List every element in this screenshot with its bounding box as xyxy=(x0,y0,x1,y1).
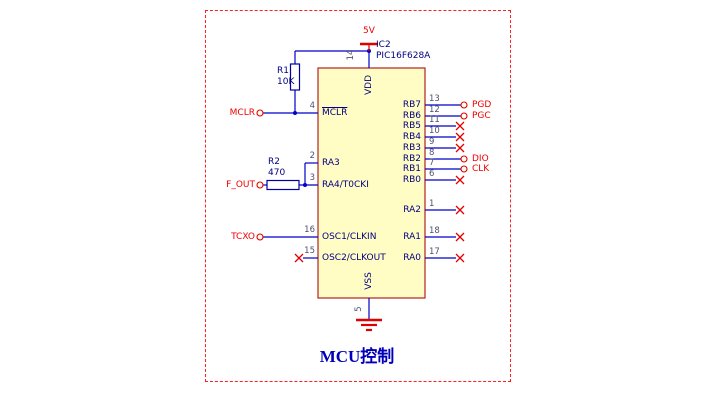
ic-body xyxy=(317,67,426,299)
pin-number-vdd: 14 xyxy=(346,49,356,61)
pin-number-rb0: 6 xyxy=(429,169,435,179)
terminal-f-out xyxy=(256,181,264,189)
net-label-pgd: PGD xyxy=(472,100,492,110)
pin-number-osc1: 16 xyxy=(304,225,315,235)
pin-number-rb4: 10 xyxy=(429,126,440,136)
ic-part-number: PIC16F628A xyxy=(376,51,431,61)
x-mark-osc2 xyxy=(294,253,304,263)
schematic-title: MCU控制 xyxy=(319,347,395,366)
pin-number-rb6: 12 xyxy=(429,105,440,115)
pin-name-ra4-t0cki: RA4/T0CKI xyxy=(322,180,369,190)
pin-number-vss: 5 xyxy=(354,306,364,312)
pin-name-vdd: VDD xyxy=(364,74,374,96)
pin-number-osc2: 15 xyxy=(304,246,315,256)
net-label-f-out: F_OUT xyxy=(226,180,255,190)
no-connect-x-marks xyxy=(294,121,465,263)
resistor-r2-ref: R2 xyxy=(268,157,280,167)
x-mark-rb0 xyxy=(455,175,465,185)
pin-name-ra3: RA3 xyxy=(322,158,340,168)
pin-number-rb7: 13 xyxy=(429,94,440,104)
pin-number-rb3: 9 xyxy=(429,137,435,147)
pin-name-mclr: MCLR xyxy=(322,108,348,118)
x-mark-ra1 xyxy=(455,232,465,242)
pin-number-ra0: 17 xyxy=(429,247,440,257)
pin-name-rb0: RB0 xyxy=(402,175,421,185)
terminal-tcxo xyxy=(256,233,264,241)
pin-name-rb6: RB6 xyxy=(402,111,421,121)
resistor-r2-value: 470 xyxy=(268,168,286,178)
pin-name-rb4: RB4 xyxy=(402,132,421,142)
pin-name-rb1: RB1 xyxy=(402,164,421,174)
net-label-5v: 5V xyxy=(363,26,375,36)
terminal-mclr xyxy=(256,109,264,117)
terminal-circles xyxy=(256,101,468,241)
ground-symbol xyxy=(356,318,382,332)
x-mark-ra2 xyxy=(455,205,465,215)
resistor-r1-body xyxy=(289,63,301,91)
pin-number-ra2: 1 xyxy=(429,199,435,209)
pin-number-ra4: 3 xyxy=(309,173,315,183)
terminal-clk xyxy=(460,165,468,173)
x-mark-rb3 xyxy=(455,143,465,153)
pin-number-ra1: 18 xyxy=(429,226,440,236)
net-label-pgc: PGC xyxy=(472,111,491,121)
pin-name-rb2: RB2 xyxy=(402,154,421,164)
x-mark-rb4 xyxy=(455,132,465,142)
x-mark-rb5 xyxy=(455,121,465,131)
pin-number-rb1: 7 xyxy=(429,158,435,168)
pin-name-rb3: RB3 xyxy=(402,143,421,153)
pin-name-osc1-clkin: OSC1/CLKIN xyxy=(322,232,377,242)
pin-name-ra0: RA0 xyxy=(403,253,421,263)
terminal-pgd xyxy=(460,101,468,109)
pin-number-rb5: 11 xyxy=(429,115,440,125)
net-label-tcxo: TCXO xyxy=(231,232,255,242)
pin-number-ra3: 2 xyxy=(309,151,315,161)
pin-name-ra2: RA2 xyxy=(403,205,421,215)
net-label-mclr: MCLR xyxy=(229,108,255,118)
terminal-pgc xyxy=(460,112,468,120)
resistor-r2-body xyxy=(266,179,300,191)
terminal-dio xyxy=(460,155,468,163)
resistor-r1-ref: R1 xyxy=(277,66,289,76)
wires xyxy=(263,50,461,319)
pin-number-rb2: 8 xyxy=(429,148,435,158)
x-mark-ra0 xyxy=(455,253,465,263)
pin-name-rb7: RB7 xyxy=(402,100,421,110)
pin-name-ra1: RA1 xyxy=(403,232,421,242)
pin-name-rb5: RB5 xyxy=(402,121,421,131)
net-label-clk: CLK xyxy=(472,164,490,174)
net-label-dio: DIO xyxy=(472,154,489,164)
ic-designator: IC2 xyxy=(376,40,391,50)
pin-name-vss: VSS xyxy=(364,272,374,290)
pin-name-osc2-clkout: OSC2/CLKOUT xyxy=(322,253,386,263)
power-symbol-5v xyxy=(360,42,378,51)
pin-number-mclr: 4 xyxy=(309,101,315,111)
schematic-sheet-border xyxy=(205,10,511,382)
resistor-r1-value: 10K xyxy=(277,77,295,87)
